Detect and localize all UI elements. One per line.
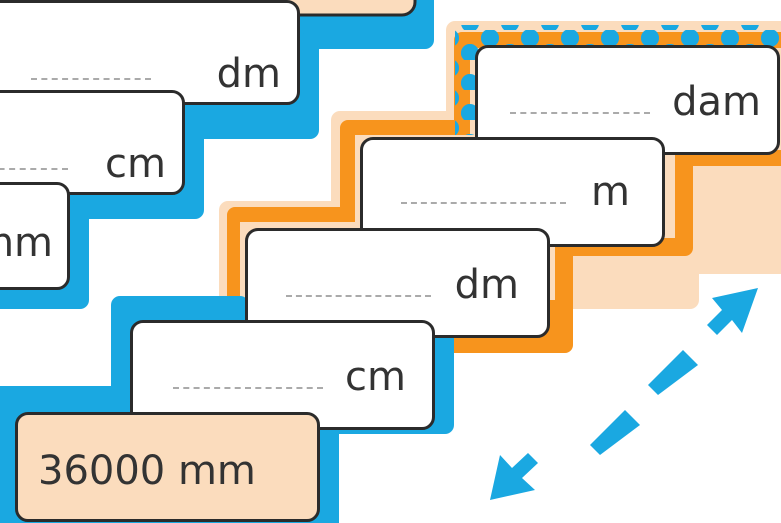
- polka-dot-side: [455, 55, 477, 135]
- unit-label: cm: [345, 354, 406, 400]
- card-cm: cm: [130, 320, 435, 430]
- answer-blank[interactable]: [286, 295, 431, 297]
- left-card-mm: mm: [0, 182, 70, 290]
- start-value-card: 36000 mm: [15, 412, 320, 522]
- answer-blank[interactable]: [0, 168, 68, 170]
- unit-label: cm: [105, 141, 166, 187]
- answer-blank[interactable]: [510, 112, 650, 114]
- unit-label: m: [591, 169, 630, 215]
- answer-blank[interactable]: [173, 387, 323, 389]
- unit-label: dm: [216, 51, 281, 97]
- left-card-cm: cm: [0, 90, 185, 195]
- unit-label: dam: [672, 79, 761, 125]
- card-dm: dm: [245, 228, 550, 338]
- double-headed-dashed-arrow-icon: [490, 288, 758, 500]
- answer-blank[interactable]: [31, 78, 151, 80]
- unit-label: mm: [0, 220, 53, 266]
- start-value: 36000 mm: [38, 448, 256, 494]
- card-dam: dam: [475, 45, 780, 155]
- unit-label: dm: [454, 262, 519, 308]
- answer-blank[interactable]: [401, 202, 566, 204]
